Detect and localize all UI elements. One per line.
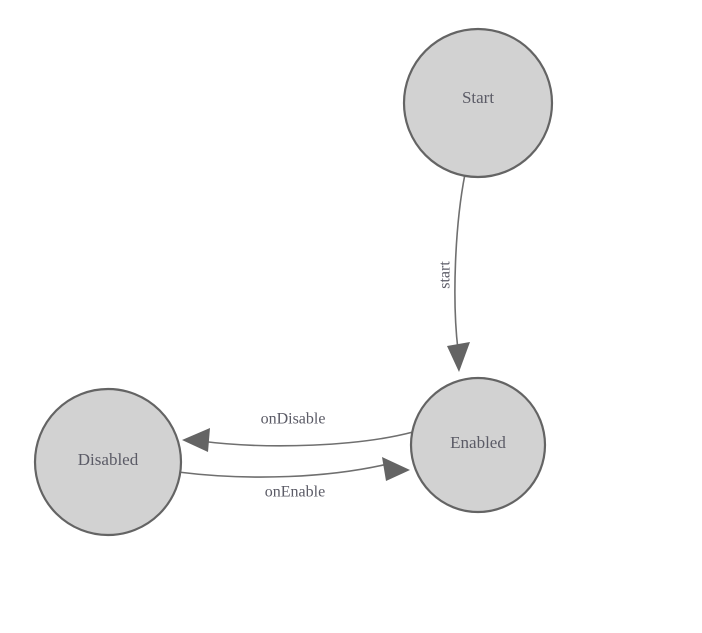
- node-enabled-circle: [409, 376, 547, 514]
- edge-enabled-to-disabled-arrowhead: [182, 428, 210, 452]
- edge-disabled-to-enabled-path: [177, 462, 393, 478]
- edge-label-onenable: onEnable: [265, 484, 325, 501]
- edge-start-to-enabled-arrowhead: [447, 342, 470, 372]
- edge-label-ondisable: onDisable: [261, 411, 326, 428]
- node-start[interactable]: Start: [402, 27, 554, 179]
- node-disabled-label: Disabled: [78, 450, 139, 469]
- edge-start-to-enabled-path: [454, 173, 466, 351]
- node-enabled[interactable]: Enabled: [409, 376, 547, 514]
- node-start-label: Start: [462, 88, 494, 107]
- node-start-circle: [402, 27, 554, 179]
- edge-label-start: start: [437, 261, 454, 289]
- edge-start-to-enabled[interactable]: start: [437, 173, 470, 372]
- node-enabled-label: Enabled: [450, 433, 506, 452]
- edge-enabled-to-disabled[interactable]: onDisable: [182, 411, 414, 452]
- node-disabled-circle: [33, 387, 183, 537]
- edge-disabled-to-enabled[interactable]: onEnable: [177, 457, 410, 501]
- node-disabled[interactable]: Disabled: [33, 387, 183, 537]
- edge-enabled-to-disabled-path: [199, 431, 414, 447]
- edge-disabled-to-enabled-arrowhead: [382, 457, 410, 481]
